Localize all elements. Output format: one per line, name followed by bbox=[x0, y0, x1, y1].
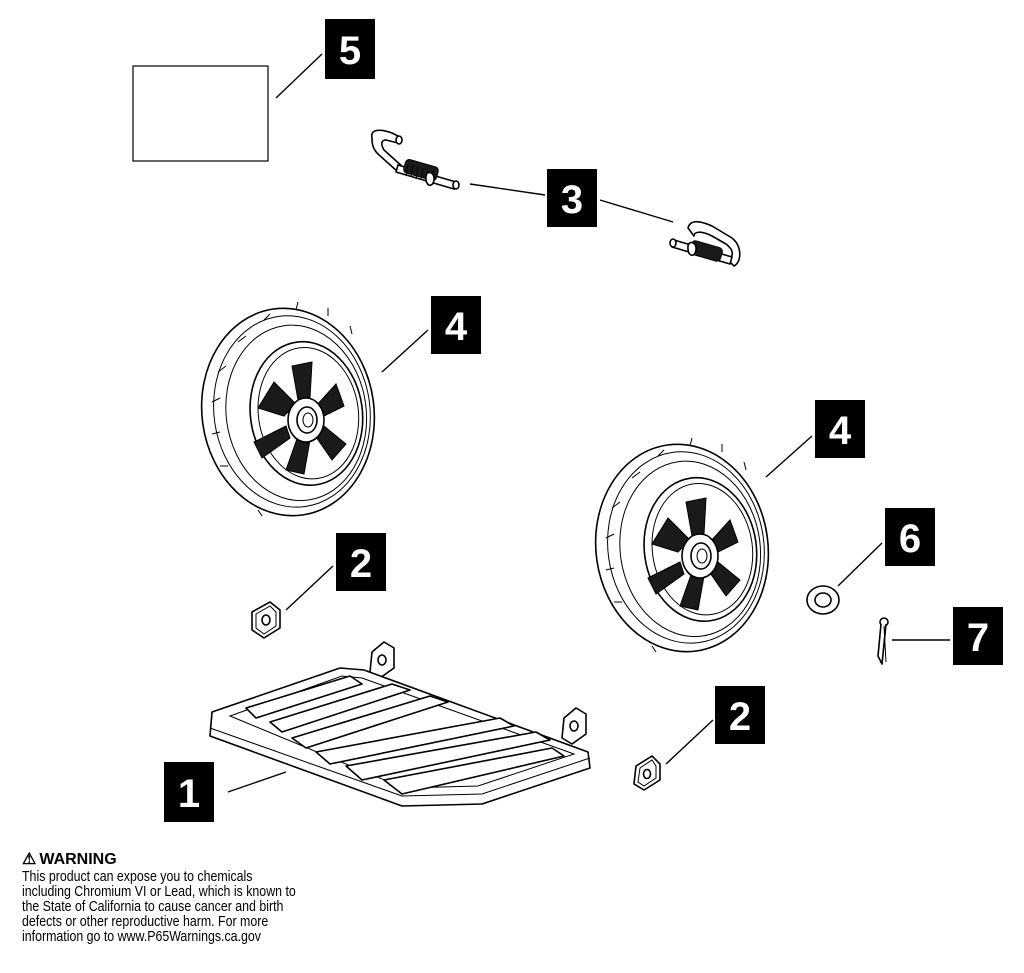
prop65-warning: ⚠ WARNING This product can expose you to… bbox=[22, 852, 382, 945]
warning-title-text: WARNING bbox=[39, 851, 117, 868]
leader-2-right bbox=[665, 719, 714, 765]
callout-4-right-label: 4 bbox=[829, 409, 852, 453]
leader-6 bbox=[837, 542, 883, 587]
callout-7-label: 7 bbox=[967, 616, 989, 660]
callout-4-left: 4 bbox=[431, 296, 481, 354]
callout-3-label: 3 bbox=[561, 178, 583, 222]
callout-2-left-label: 2 bbox=[350, 542, 372, 586]
part-2-bracket-left bbox=[251, 601, 281, 639]
leader-3-left bbox=[469, 183, 546, 196]
callout-1-label: 1 bbox=[178, 772, 200, 816]
callout-5: 5 bbox=[325, 19, 375, 79]
callout-3: 3 bbox=[547, 169, 597, 227]
part-3-handle-pin-left bbox=[370, 129, 460, 190]
leader-2-left bbox=[285, 565, 334, 611]
callout-5-label: 5 bbox=[339, 29, 361, 73]
callout-4-right: 4 bbox=[815, 400, 865, 458]
leader-4-left bbox=[381, 329, 429, 373]
leader-3-right bbox=[599, 199, 674, 223]
callout-7: 7 bbox=[953, 607, 1003, 665]
callout-6-label: 6 bbox=[899, 517, 921, 561]
leader-4-right bbox=[765, 435, 813, 478]
part-7-cotter-pin bbox=[877, 617, 889, 665]
leader-1 bbox=[227, 771, 287, 793]
leader-5 bbox=[275, 53, 323, 99]
callout-4-left-label: 4 bbox=[445, 305, 468, 349]
part-6-washer bbox=[806, 585, 840, 615]
callout-2-left: 2 bbox=[336, 533, 386, 591]
callout-6: 6 bbox=[885, 508, 935, 566]
warning-triangle-icon: ⚠ bbox=[22, 851, 37, 868]
part-2-bracket-right bbox=[633, 755, 661, 791]
callout-2-right: 2 bbox=[715, 686, 765, 744]
part-5-manual bbox=[132, 65, 269, 162]
part-3-handle-pin-right bbox=[669, 220, 741, 267]
callout-1: 1 bbox=[164, 762, 214, 822]
part-1-base-frame bbox=[209, 641, 591, 807]
warning-heading: ⚠ WARNING bbox=[22, 852, 382, 868]
callout-2-right-label: 2 bbox=[729, 695, 751, 739]
part-4-wheel-right bbox=[594, 437, 770, 653]
part-4-wheel-left bbox=[200, 301, 376, 517]
warning-body-text: This product can expose you to chemicals… bbox=[22, 869, 296, 945]
